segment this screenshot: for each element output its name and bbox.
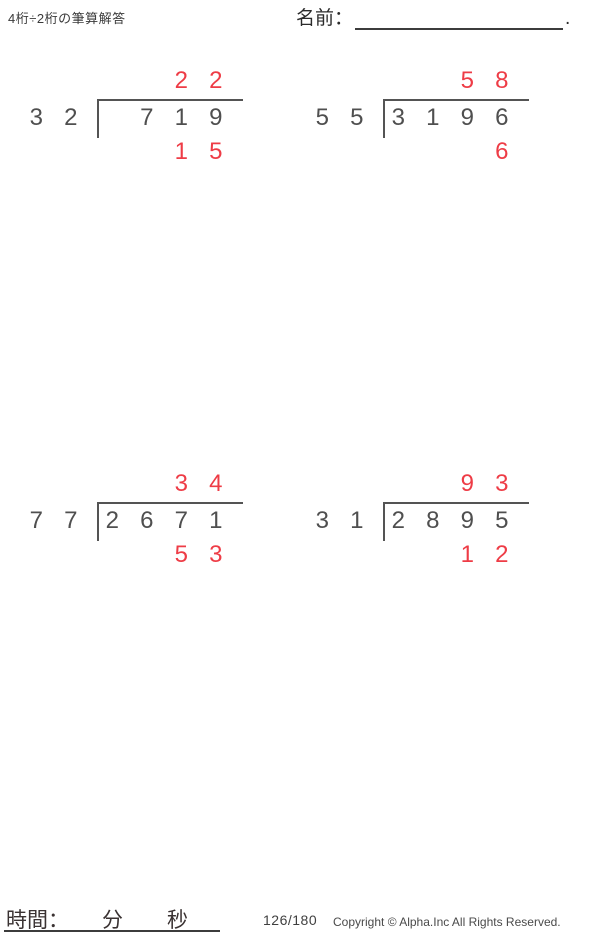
dividend-digit: 9 [209, 104, 223, 131]
dividend-digit: 8 [426, 507, 440, 534]
division-bracket-vertical-line [97, 502, 99, 541]
divisor-digit: 7 [29, 507, 43, 534]
dividend-digit: 6 [140, 507, 154, 534]
dividend-digit: 6 [495, 104, 509, 131]
divisor-digit: 3 [315, 507, 329, 534]
remainder-digit: 2 [495, 541, 509, 568]
remainder-digit: 1 [460, 541, 474, 568]
dividend-digit: 1 [174, 104, 188, 131]
remainder-digit: 5 [209, 138, 223, 165]
quotient-digit: 3 [495, 470, 509, 497]
quotient-digit: 8 [495, 67, 509, 94]
division-bracket-vertical-line [383, 502, 385, 541]
divisor-digit: 3 [29, 104, 43, 131]
page-number: 126/180 [263, 912, 318, 928]
name-blank-line [355, 7, 564, 30]
dividend-digit: 1 [209, 507, 223, 534]
time-field: 時間： 分 秒 [4, 904, 220, 932]
division-bracket-horizontal-line [97, 502, 243, 504]
dividend-digit: 9 [460, 507, 474, 534]
dividend-digit: 9 [460, 104, 474, 131]
quotient-digit: 3 [174, 470, 188, 497]
remainder-digit: 3 [209, 541, 223, 568]
divisor-digit: 1 [350, 507, 364, 534]
division-bracket-horizontal-line [383, 99, 529, 101]
dividend-digit: 3 [391, 104, 405, 131]
remainder-digit: 5 [174, 541, 188, 568]
divisor-digit: 5 [315, 104, 329, 131]
quotient-digit: 9 [460, 470, 474, 497]
dividend-digit: 1 [426, 104, 440, 131]
division-bracket-horizontal-line [97, 99, 243, 101]
division-bracket-vertical-line [97, 99, 99, 138]
quotient-digit: 2 [209, 67, 223, 94]
dividend-digit: 5 [495, 507, 509, 534]
quotient-digit: 4 [209, 470, 223, 497]
divisor-digit: 7 [64, 507, 78, 534]
name-period: . [565, 8, 571, 29]
division-bracket-vertical-line [383, 99, 385, 138]
name-label: 名前： [296, 8, 354, 29]
divisor-digit: 2 [64, 104, 78, 131]
dividend-digit: 2 [391, 507, 405, 534]
division-bracket-horizontal-line [383, 502, 529, 504]
name-field: 名前： . [296, 4, 570, 30]
page-title: 4桁÷2桁の筆算解答 [8, 11, 126, 26]
quotient-digit: 5 [460, 67, 474, 94]
copyright-text: Copyright © Alpha.Inc All Rights Reserve… [333, 915, 561, 929]
remainder-digit: 6 [495, 138, 509, 165]
dividend-digit: 2 [105, 507, 119, 534]
minutes-label: 分 [102, 909, 123, 932]
remainder-digit: 1 [174, 138, 188, 165]
seconds-label: 秒 [167, 909, 188, 932]
divisor-digit: 5 [350, 104, 364, 131]
time-label: 時間： [6, 909, 69, 932]
quotient-digit: 2 [174, 67, 188, 94]
dividend-digit: 7 [174, 507, 188, 534]
dividend-digit: 7 [140, 104, 154, 131]
